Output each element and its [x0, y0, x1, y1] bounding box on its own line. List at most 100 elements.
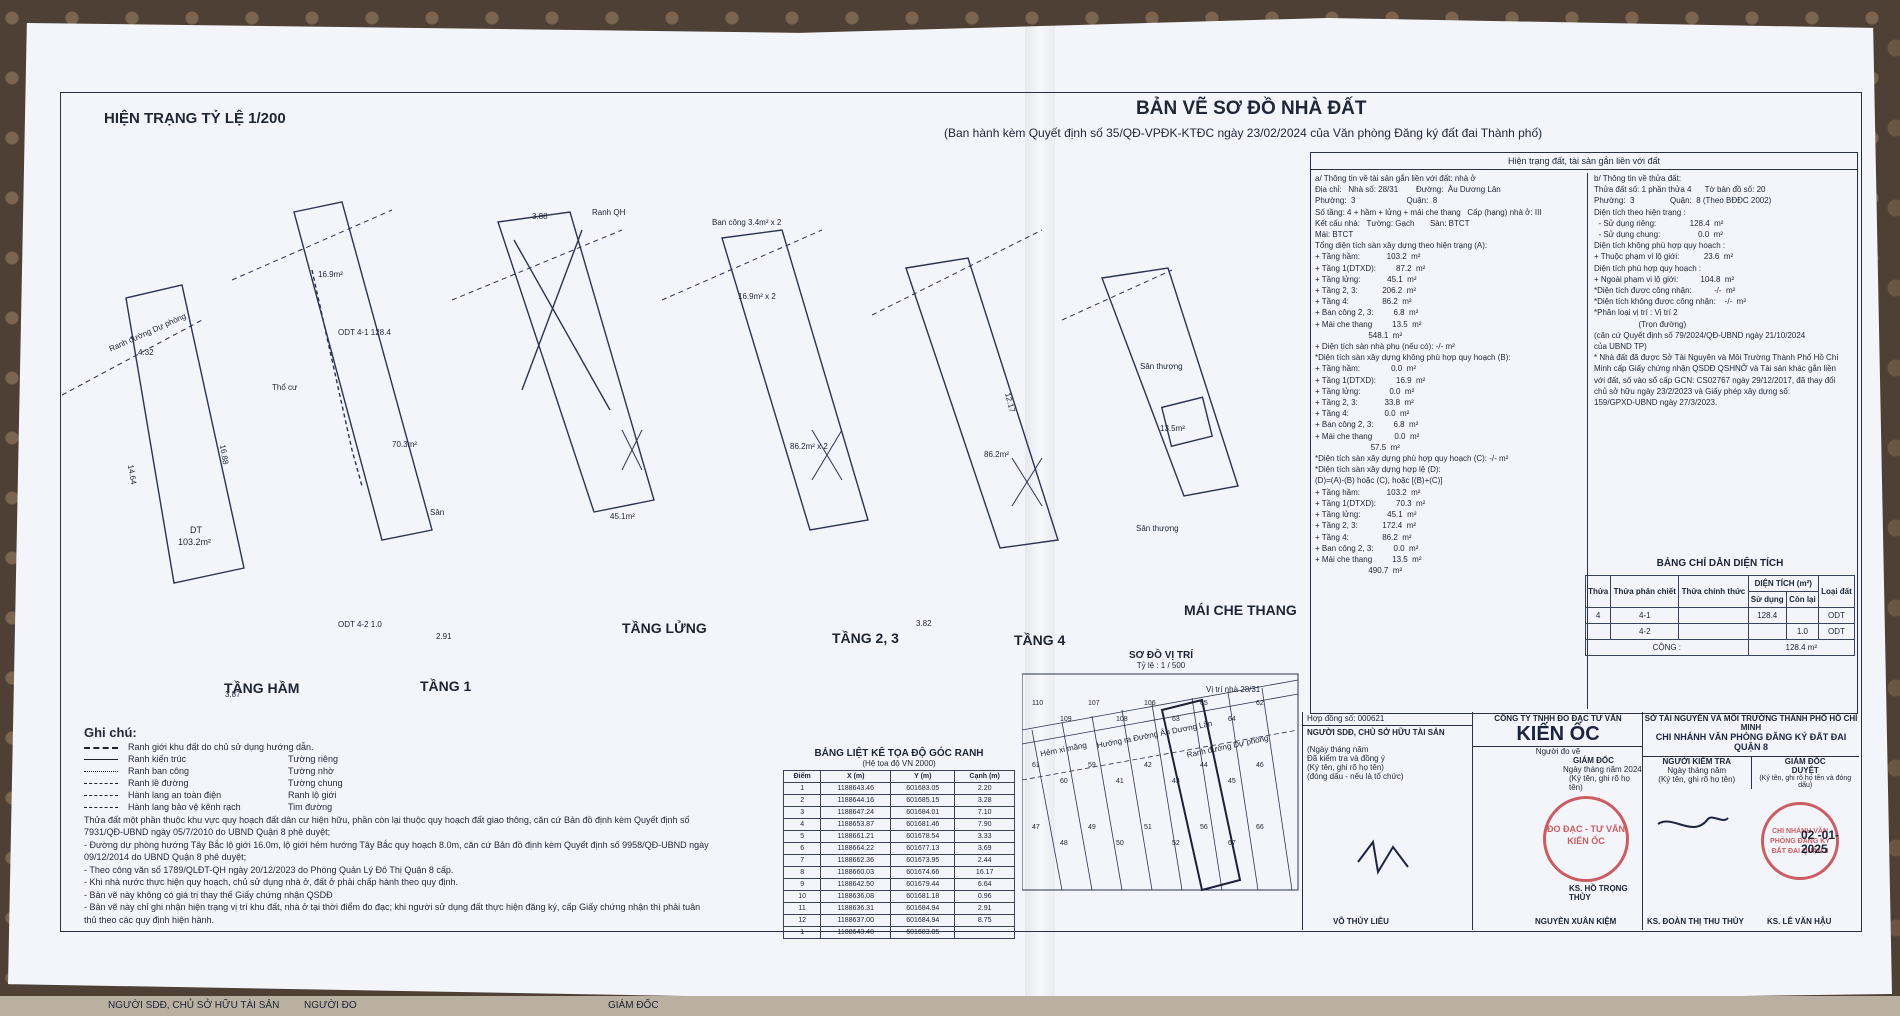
main-title: BẢN VẼ SƠ ĐỒ NHÀ ĐẤT	[1136, 98, 1367, 119]
info-line: + Ban công 2, 3: 6.8 m²	[1315, 308, 1419, 318]
area-header: Thửa	[1584, 575, 1612, 608]
coord-cell: 9	[782, 878, 822, 891]
site-lot-number: 62	[1256, 700, 1264, 707]
info-band: Hiện trạng đất, tài sản gắn liền với đất	[1311, 153, 1857, 170]
director-sign: (Ký tên, ghi rõ họ tên)	[1569, 774, 1630, 792]
site-lot-number: 60	[1060, 778, 1068, 785]
roof-terrace-label-2: Sân thượng	[1136, 524, 1179, 533]
owner-seal: (đóng dấu - nếu là tổ chức)	[1307, 772, 1404, 781]
info-line: + Tầng 2, 3: 172.4 m²	[1315, 521, 1417, 531]
ranh-qh-label: Ranh QH	[592, 208, 626, 217]
site-lot-number: 56	[1200, 824, 1208, 831]
site-lot-number: 107	[1088, 700, 1100, 707]
info-line: (Trọn đường)	[1594, 319, 1687, 329]
site-lot-number: 108	[1116, 716, 1128, 723]
site-lot-number: 67	[1228, 840, 1236, 847]
legend: Ranh giới khu đất do chủ sử dụng hướng d…	[84, 742, 414, 814]
info-line: Địa chỉ: Nhà số: 28/31 Đường: Âu Dương L…	[1315, 185, 1501, 195]
site-lot-number: 50	[1116, 840, 1124, 847]
info-line: Kết cấu nhà: Tường: Gạch Sàn: BTCT	[1315, 218, 1470, 228]
note-paragraph: Thửa đất một phần thuộc khu vực quy hoạc…	[84, 814, 690, 838]
info-line: + Tầng 1(DTXD): 87.2 m²	[1315, 263, 1426, 273]
info-line: + Ban công 2, 3: 6.8 m²	[1315, 420, 1419, 430]
site-location: Vị trí nhà 28/31	[1206, 685, 1261, 694]
site-lot-number: 48	[1060, 840, 1068, 847]
info-line: 490.7 m²	[1315, 566, 1403, 576]
agency-2: CHI NHÁNH VĂN PHÒNG ĐĂNG KÝ ĐẤT ĐAI QUẬN…	[1655, 732, 1847, 752]
info-line: + Thuộc phạm vi lộ giới: 23.6 m²	[1594, 252, 1734, 262]
info-line: 548.1 m²	[1315, 330, 1403, 340]
coord-cell: 10	[782, 890, 822, 903]
info-line: 159/GPXD-UBND ngày 27/3/2023.	[1594, 398, 1718, 408]
owner-signature-block: Hợp đồng số: 000621 NGƯỜI SDĐ, CHỦ SỞ HỮ…	[1302, 712, 1473, 930]
coord-cell: 0.96	[954, 890, 1015, 903]
site-lot-number: 43	[1172, 778, 1180, 785]
site-plan: SƠ ĐỒ VỊ TRÍ Tỷ lệ : 1 / 500	[1021, 650, 1300, 900]
info-line: Diện tích theo hiện trạng :	[1594, 207, 1686, 217]
coord-subtitle: (Hệ tọa độ VN 2000)	[862, 759, 936, 768]
info-line: + Tầng 4: 86.2 m²	[1315, 297, 1412, 307]
director-date: Ngày tháng năm 2024	[1563, 765, 1642, 774]
coord-cell: 1188662.36	[820, 854, 892, 867]
floor4-area: 86.2m²	[984, 450, 1009, 459]
area-header: Thửa phân chiết	[1610, 575, 1680, 608]
area-total-row: CỘNG :128.4 m²	[1585, 639, 1856, 656]
info-line: + Tầng hầm: 0.0 m²	[1315, 364, 1417, 374]
coord-cell: 7.10	[954, 806, 1015, 819]
footer-right: GIÁM ĐỐC	[608, 1000, 659, 1011]
legend-text: Tường chung	[288, 778, 343, 789]
label-basement: TẦNG HẦM	[224, 680, 300, 696]
info-line: của UBND TP)	[1594, 342, 1647, 352]
footer-strip: NGƯỜI SDĐ, CHỦ SỞ HỮU TÀI SẢN NGƯỜI ĐO G…	[0, 996, 1900, 1016]
coord-header: Y (m)	[890, 770, 956, 783]
dim-c: 3.82	[916, 619, 932, 628]
coord-cell: 601673.95	[890, 854, 956, 867]
agency-signature-block: SỞ TÀI NGUYÊN VÀ MÔI TRƯỜNG THÀNH PHỐ HỒ…	[1642, 712, 1859, 930]
info-line: + Tầng 2, 3: 33.8 m²	[1315, 398, 1414, 408]
ground-small-area: 16.9m²	[318, 270, 343, 279]
coord-header: Điểm	[782, 770, 822, 783]
coord-cell: 601677.13	[890, 842, 956, 855]
info-line: + Tầng 4: 0.0 m²	[1315, 409, 1410, 419]
coord-cell: 12	[782, 914, 822, 927]
ks-name: KS. HỒ TRỌNG THỦY	[1569, 884, 1628, 902]
info-line: + Ngoài phạm vi lộ giới: 104.8 m²	[1594, 274, 1735, 284]
info-right-column: b/ Thông tin về thửa đất:Thửa đất số: 1 …	[1587, 173, 1862, 709]
coord-cell: 601684.94	[890, 914, 956, 927]
legend-row: Ranh giới khu đất do chủ sử dụng hướng d…	[84, 742, 414, 754]
info-line: Tổng diện tích sàn xây dựng theo hiện tr…	[1315, 241, 1488, 251]
info-line: Diện tích phù hợp quy hoạch :	[1594, 263, 1702, 273]
site-scale: Tỷ lệ : 1 / 500	[1136, 661, 1186, 670]
label-roof: MÁI CHE THANG	[1184, 602, 1297, 618]
coord-cell: 3	[782, 806, 822, 819]
plan-roof-outline	[1101, 267, 1239, 497]
company-stamp: ĐO ĐẠC - TƯ VẤN KIẾN ỐC	[1543, 796, 1629, 882]
label-mezzanine: TẦNG LỬNG	[622, 620, 707, 636]
branch-name: KS. LÊ VĂN HẬU	[1767, 917, 1832, 926]
checker-date: Ngày tháng năm	[1667, 766, 1727, 775]
info-line: + Tầng lửng: 0.0 m²	[1315, 386, 1415, 396]
coord-cell: 1188636.08	[820, 890, 892, 903]
info-line: *Diện tích được công nhận: -/- m²	[1594, 286, 1736, 296]
coord-cell: 601681.18	[890, 890, 956, 903]
legend-text: Tường riêng	[288, 754, 338, 765]
area-header: Thửa chính thức	[1678, 575, 1749, 608]
coord-cell: 601683.05	[890, 926, 956, 939]
coord-cell: 601683.05	[890, 782, 956, 795]
info-line: - Sử dụng chung: 0.0 m²	[1594, 230, 1723, 240]
dim-e: 2.91	[436, 632, 452, 641]
agency-1: SỞ TÀI NGUYÊN VÀ MÔI TRƯỜNG THÀNH PHỐ HỒ…	[1644, 714, 1858, 732]
legend-text: Hành lang an toàn điện	[128, 790, 222, 801]
site-map	[1021, 673, 1299, 892]
company-brand: KIẾN ỐC	[1516, 723, 1600, 745]
coord-cell: 3.33	[954, 830, 1015, 843]
area-total-value: 128.4 m²	[1747, 639, 1856, 656]
info-line: * Nhà đất đã được Sở Tài Nguyên và Môi T…	[1594, 353, 1839, 363]
